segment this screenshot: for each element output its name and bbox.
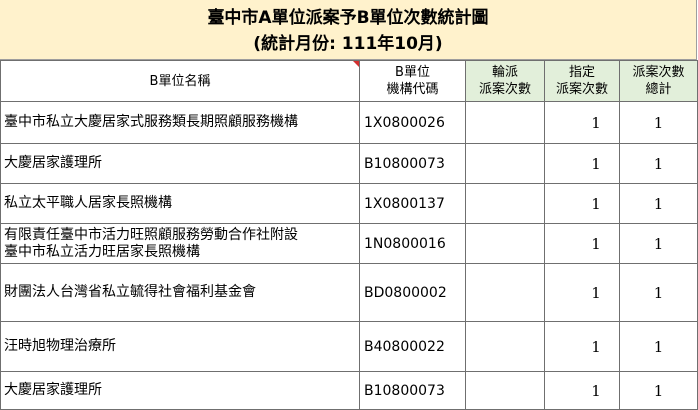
rotation-count-cell[interactable] — [465, 321, 545, 372]
table-row: 財團法人台灣省私立毓得社會福利基金會 BD0800002 1 1 — [0, 263, 698, 322]
assigned-count-cell[interactable]: 1 — [544, 321, 620, 372]
header-unit-name-label: B單位名稱 — [149, 73, 211, 89]
report-period: (統計月份: 111年10月) — [253, 34, 443, 54]
assigned-count-cell[interactable]: 1 — [544, 263, 620, 322]
rotation-count-cell[interactable] — [465, 263, 545, 322]
total-count-cell[interactable]: 1 — [619, 263, 698, 322]
header-assigned-line1: 指定 — [568, 65, 595, 80]
assigned-count-cell[interactable]: 1 — [544, 183, 620, 224]
header-rotation-line1: 輪派 — [491, 65, 518, 80]
unit-name-line1: 有限責任臺中市活力旺照顧服務勞動合作社附設 — [4, 226, 298, 243]
rotation-count-cell[interactable] — [465, 143, 545, 184]
total-count-cell[interactable]: 1 — [619, 223, 698, 264]
header-total-count[interactable]: 派案次數 總計 — [619, 60, 698, 102]
unit-name-cell[interactable]: 私立太平職人居家長照機構 — [0, 183, 360, 224]
header-rotation-count[interactable]: 輪派 派案次數 — [465, 60, 545, 102]
unit-code-cell[interactable]: B10800073 — [359, 143, 466, 184]
unit-code-cell[interactable]: 1X0800026 — [359, 101, 466, 144]
assigned-count-cell[interactable]: 1 — [544, 101, 620, 144]
unit-name-cell[interactable]: 財團法人台灣省私立毓得社會福利基金會 — [0, 263, 360, 322]
header-row: B單位名稱 B單位 機構代碼 輪派 派案次數 指定 派案次數 派案次數 總計 — [0, 60, 698, 102]
table-row: 大慶居家護理所 B10800073 1 1 — [0, 143, 698, 184]
unit-name-cell[interactable]: 有限責任臺中市活力旺照顧服務勞動合作社附設 臺中市私立活力旺居家長照機構 — [0, 223, 360, 264]
rotation-count-cell[interactable] — [465, 371, 545, 410]
assigned-count-cell[interactable]: 1 — [544, 371, 620, 410]
header-rotation-line2: 派案次數 — [478, 82, 531, 97]
header-unit-name[interactable]: B單位名稱 — [0, 60, 360, 102]
table-row: 臺中市私立大慶居家式服務類長期照顧服務機構 1X0800026 1 1 — [0, 101, 698, 144]
table-row: 有限責任臺中市活力旺照顧服務勞動合作社附設 臺中市私立活力旺居家長照機構 1N0… — [0, 223, 698, 264]
unit-name-line2: 臺中市私立活力旺居家長照機構 — [4, 243, 200, 260]
unit-code-cell[interactable]: BD0800002 — [359, 263, 466, 322]
total-count-cell[interactable]: 1 — [619, 143, 698, 184]
unit-code-cell[interactable]: B10800073 — [359, 371, 466, 410]
rotation-count-cell[interactable] — [465, 101, 545, 144]
total-count-cell[interactable]: 1 — [619, 101, 698, 144]
header-unit-code-line1: B單位 — [395, 65, 430, 80]
total-count-cell[interactable]: 1 — [619, 321, 698, 372]
unit-code-cell[interactable]: 1X0800137 — [359, 183, 466, 224]
statistics-table: B單位名稱 B單位 機構代碼 輪派 派案次數 指定 派案次數 派案次數 總計 臺… — [0, 60, 698, 410]
rotation-count-cell[interactable] — [465, 223, 545, 264]
header-assigned-count[interactable]: 指定 派案次數 — [544, 60, 620, 102]
total-count-cell[interactable]: 1 — [619, 183, 698, 224]
cell-comment-indicator[interactable] — [353, 61, 359, 67]
table-row: 私立太平職人居家長照機構 1X0800137 1 1 — [0, 183, 698, 224]
table-row: 汪時旭物理治療所 B40800022 1 1 — [0, 321, 698, 372]
unit-code-cell[interactable]: 1N0800016 — [359, 223, 466, 264]
header-unit-code-line2: 機構代碼 — [386, 82, 439, 97]
unit-name-cell[interactable]: 大慶居家護理所 — [0, 143, 360, 184]
unit-name-cell[interactable]: 臺中市私立大慶居家式服務類長期照顧服務機構 — [0, 101, 360, 144]
assigned-count-cell[interactable]: 1 — [544, 223, 620, 264]
rotation-count-cell[interactable] — [465, 183, 545, 224]
total-count-cell[interactable]: 1 — [619, 371, 698, 410]
header-total-line2: 總計 — [645, 82, 672, 97]
unit-name-cell[interactable]: 汪時旭物理治療所 — [0, 321, 360, 372]
header-assigned-line2: 派案次數 — [555, 82, 608, 97]
header-unit-code[interactable]: B單位 機構代碼 — [359, 60, 466, 102]
assigned-count-cell[interactable]: 1 — [544, 143, 620, 184]
table-row: 大慶居家護理所 B10800073 1 1 — [0, 371, 698, 410]
unit-code-cell[interactable]: B40800022 — [359, 321, 466, 372]
report-title-block: 臺中市A單位派案予B單位次數統計圖 (統計月份: 111年10月) — [0, 0, 697, 60]
report-title: 臺中市A單位派案予B單位次數統計圖 — [207, 8, 489, 28]
header-total-line1: 派案次數 — [632, 65, 685, 80]
unit-name-cell[interactable]: 大慶居家護理所 — [0, 371, 360, 410]
